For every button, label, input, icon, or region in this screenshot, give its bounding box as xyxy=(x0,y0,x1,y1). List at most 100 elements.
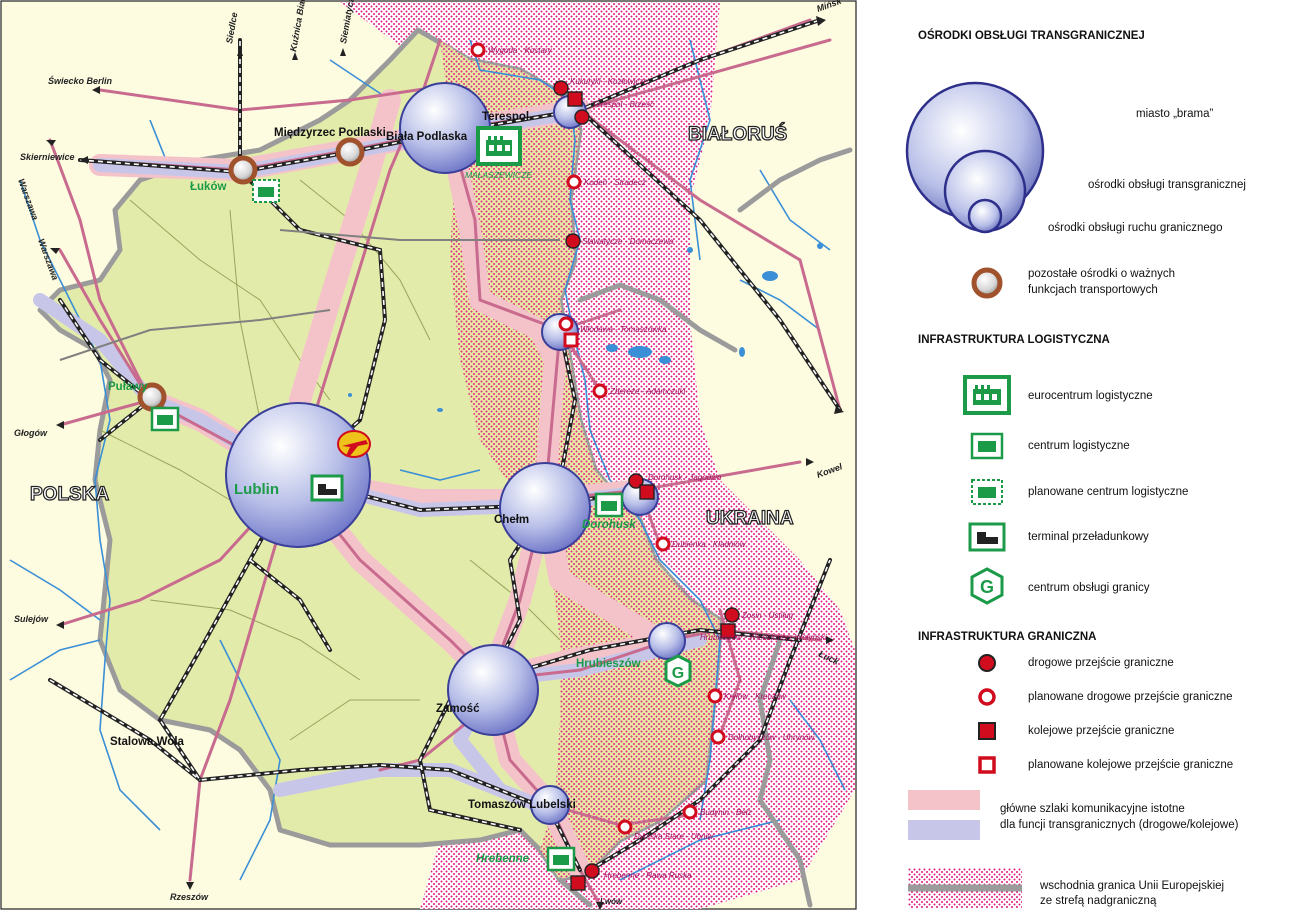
gateway-zamosc[interactable] xyxy=(447,644,539,736)
city-label-tomaszow: Tomaszów Lubelski xyxy=(468,799,576,811)
direction-arrows xyxy=(46,16,844,910)
rail-crossing-hrebenne[interactable] xyxy=(570,875,586,891)
legend-eurocentre-icon xyxy=(963,375,1011,415)
legend-section-cross-border-title: OŚRODKI OBSŁUGI TRANSGRANICZNEJ xyxy=(918,30,1145,42)
country-label-poland: POLSKA xyxy=(30,484,109,505)
gateway-cities xyxy=(225,82,686,825)
legend-rail-corridor-swatch xyxy=(908,820,980,840)
legend-eu-border-label-2: ze strefą nadgraniczną xyxy=(1040,895,1157,907)
planned-road-crossing[interactable] xyxy=(566,174,582,190)
legend-planned-rail-crossing-label: planowane kolejowe przejście graniczne xyxy=(1028,759,1234,771)
road-crossing-zosin[interactable] xyxy=(724,607,740,623)
city-label-dorohusk: Dorohusk xyxy=(582,519,636,531)
city-label-lublin: Lublin xyxy=(234,481,279,498)
rail-crossing-hrubieszow[interactable] xyxy=(720,623,736,639)
legend-transport-centre-icon xyxy=(971,267,1003,299)
road-crossing-kukuryki[interactable] xyxy=(553,80,569,96)
country-label-ukraine: UKRAINA xyxy=(706,508,794,529)
legend: OŚRODKI OBSŁUGI TRANSGRANICZNEJ miasto „… xyxy=(860,0,1296,913)
crossing-label: Sławatycze - Domaczewo xyxy=(582,237,674,246)
planned-road-crossing[interactable] xyxy=(707,688,723,704)
crossing-label: Włodawa - Tomaszówka xyxy=(580,325,667,334)
crossing-labels: Wygoda - Kostary Kukuryki - Kozłowicze T… xyxy=(488,46,827,880)
centre-miedzyrzec[interactable] xyxy=(335,137,365,167)
city-label-stalowa-wola: Stalowa Wola xyxy=(110,736,185,748)
legend-rail-crossing-label: kolejowe przejście graniczne xyxy=(1028,725,1175,737)
legend-planned-rail-crossing-icon xyxy=(978,756,996,774)
crossing-label: Kodeń - Stradecz xyxy=(584,178,646,187)
minor-roads xyxy=(59,229,560,361)
logistics-centre-dorohusk[interactable] xyxy=(594,492,624,518)
logistics-symbols: G xyxy=(150,126,692,872)
green-city-labels: Lublin Łuków Puławy Dorohusk Hrubieszów … xyxy=(108,170,641,865)
crossing-label: Dorohusk - Jagodzin xyxy=(648,473,722,482)
logistics-centre-hrebenne[interactable] xyxy=(546,846,576,872)
planned-road-crossing[interactable] xyxy=(592,383,608,399)
crossing-label: Dubienka - Kładniów xyxy=(672,540,747,549)
legend-other-centres-label-1: pozostałe ośrodki o ważnych xyxy=(1028,268,1176,280)
legend-rail-crossing-icon xyxy=(978,722,996,740)
eurocentre-malaszewicze[interactable] xyxy=(476,126,522,166)
legend-border-traffic-centres-label: ośrodki obsługi ruchu granicznego xyxy=(1048,222,1223,234)
crossing-label: Kryłów - Kreczów xyxy=(724,692,787,701)
legend-planned-logistics-centre-icon xyxy=(971,479,1003,505)
road-crossing-slawatycze[interactable] xyxy=(565,233,581,249)
legend-border-service-icon: G xyxy=(970,567,1004,605)
road-crossing-hrebenne[interactable] xyxy=(584,863,600,879)
city-label-biala-podlaska-text: Biała Podlaska xyxy=(386,131,468,143)
city-label-hrubieszow: Hrubieszów xyxy=(576,658,641,670)
crossing-label: Wygoda - Kostary xyxy=(488,46,553,55)
border-zone-west xyxy=(440,40,720,880)
legend-eu-border-label-1: wschodnia granica Unii Europejskiej xyxy=(1040,880,1225,892)
crossing-label: Zbereże - Adamczuki xyxy=(609,387,686,396)
gateway-lublin[interactable] xyxy=(225,402,371,548)
legend-gateway-city-label: miasto „brama” xyxy=(1136,108,1214,120)
planned-road-crossing[interactable] xyxy=(558,316,574,332)
legend-corridors-label-2: dla funcji transgranicznych (drogowe/kol… xyxy=(1000,819,1239,831)
planned-road-crossing[interactable] xyxy=(710,729,726,745)
city-label-malaszewicze: MAŁASZEWICZE xyxy=(465,170,532,180)
border-service-centre-hrubieszow[interactable]: G xyxy=(664,654,692,688)
country-label-belarus: BIAŁORUŚ xyxy=(688,123,787,145)
city-label-terespol: Terespol xyxy=(482,111,529,123)
legend-section-logistics-title: INFRASTRUKTURA LOGISTYCZNA xyxy=(918,334,1110,346)
legend-planned-road-crossing-label: planowane drogowe przejście graniczne xyxy=(1028,691,1233,703)
road-crossing-terespol[interactable] xyxy=(574,109,590,125)
planned-rail-crossing-wlodawa[interactable] xyxy=(563,332,579,348)
rail-crossing-terespol[interactable] xyxy=(567,91,583,107)
legend-logistics-centre-label: centrum logistyczne xyxy=(1028,440,1130,452)
legend-road-crossing-label: drogowe przejście graniczne xyxy=(1028,657,1174,669)
legend-eurocentre-label: eurocentrum logistyczne xyxy=(1028,390,1153,402)
direction-label: Głogów xyxy=(14,428,48,438)
legend-road-crossing-icon xyxy=(978,654,996,672)
lakes xyxy=(348,243,823,412)
planned-road-crossing[interactable] xyxy=(655,536,671,552)
eu-border-line xyxy=(557,147,853,908)
centre-lukow[interactable] xyxy=(228,155,258,185)
direction-label: Świecko Berlin xyxy=(48,75,113,86)
gateway-hrubieszow[interactable] xyxy=(648,622,686,660)
logistics-centre-pulawy[interactable] xyxy=(150,406,180,432)
planned-logistics-centre-lukow[interactable] xyxy=(252,179,280,203)
city-label-chelm: Chełm xyxy=(494,514,529,526)
transshipment-terminal-lublin[interactable] xyxy=(310,474,344,502)
crossing-symbols xyxy=(470,42,740,891)
city-labels: Terespol Biała Podlaska Międzyrzec Podla… xyxy=(110,111,576,811)
rail-crossing-dorohusk[interactable] xyxy=(639,484,655,500)
planned-road-crossing[interactable] xyxy=(617,819,633,835)
direction-label: Rzeszów xyxy=(170,892,209,902)
crossing-label: Terespol - Brześć xyxy=(592,100,654,109)
crossing-label: Dyniska Stare - Uhniw xyxy=(634,832,714,841)
legend-g-letter: G xyxy=(980,577,994,597)
city-label-pulawy: Puławy xyxy=(108,381,148,393)
legend-road-corridor-swatch xyxy=(908,790,980,810)
planned-road-crossing[interactable] xyxy=(470,42,486,58)
g-letter-map: G xyxy=(672,665,684,682)
crossing-label: Zosin - Ustiług xyxy=(741,611,794,620)
planned-road-crossing[interactable] xyxy=(682,804,698,820)
gateway-tomaszow[interactable] xyxy=(530,785,570,825)
legend-eu-border-icon xyxy=(908,868,1022,908)
legend-cross-border-centres-label: ośrodki obsługi transgranicznej xyxy=(1088,179,1246,191)
gateway-chelm[interactable] xyxy=(499,462,591,554)
legend-gateway-circles-icon xyxy=(905,81,1045,234)
